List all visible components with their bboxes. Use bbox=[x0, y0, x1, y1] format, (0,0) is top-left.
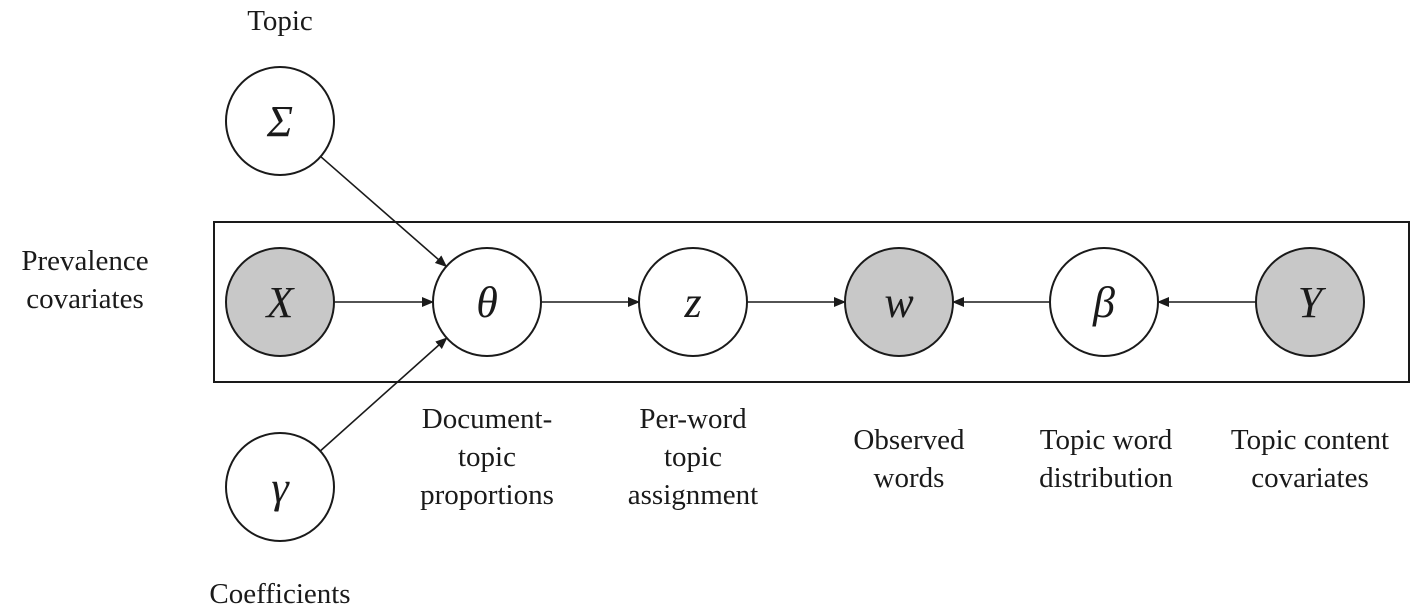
beta-symbol: β bbox=[1092, 278, 1115, 327]
sigma-symbol: Σ bbox=[266, 97, 293, 146]
topic-content-line-2: covariates bbox=[1251, 462, 1369, 494]
observed-words-label: Observed words bbox=[824, 421, 994, 497]
observed-line-2: words bbox=[873, 462, 945, 494]
edge-sigma-to-theta bbox=[320, 155, 448, 268]
topic-content-covariates-label: Topic content covariates bbox=[1210, 421, 1410, 497]
theta-symbol: θ bbox=[476, 278, 498, 327]
topic-word-distribution-label: Topic word distribution bbox=[1016, 421, 1196, 497]
doc-topic-line-1: Document- bbox=[421, 403, 553, 435]
theta-circle bbox=[432, 247, 542, 357]
gamma-symbol: γ bbox=[271, 463, 290, 512]
prevalence-line-2: covariates bbox=[26, 283, 144, 315]
per-word-line-3: assignment bbox=[627, 479, 759, 511]
z-circle bbox=[638, 247, 748, 357]
topic-word-line-1: Topic word bbox=[1039, 424, 1173, 456]
topic-content-line-1: Topic content bbox=[1230, 424, 1390, 456]
node-x: X bbox=[225, 247, 335, 357]
w-circle bbox=[844, 247, 954, 357]
prevalence-covariates-label: Prevalence covariates bbox=[2, 242, 168, 318]
doc-topic-line-3: proportions bbox=[420, 479, 554, 511]
sigma-circle bbox=[225, 66, 335, 176]
coefficients-label: Coefficients bbox=[209, 578, 351, 610]
w-symbol: w bbox=[884, 278, 914, 327]
node-z: z bbox=[638, 247, 748, 357]
per-word-line-2: topic bbox=[664, 441, 722, 473]
node-w: w bbox=[844, 247, 954, 357]
x-symbol: X bbox=[265, 278, 296, 327]
topic-word-line-2: distribution bbox=[1039, 462, 1173, 494]
gamma-circle bbox=[225, 432, 335, 542]
doc-topic-line-2: topic bbox=[458, 441, 516, 473]
node-sigma: Σ bbox=[225, 66, 335, 176]
z-symbol: z bbox=[683, 278, 701, 327]
y-symbol: Y bbox=[1298, 278, 1327, 327]
edge-gamma-to-theta bbox=[319, 337, 448, 452]
node-gamma: γ bbox=[225, 432, 335, 542]
y-circle bbox=[1255, 247, 1365, 357]
topic-label: Topic bbox=[247, 5, 313, 37]
observed-line-1: Observed bbox=[853, 424, 965, 456]
document-topic-proportions-label: Document- topic proportions bbox=[402, 400, 572, 514]
per-word-line-1: Per-word bbox=[639, 403, 747, 435]
plate-box bbox=[213, 221, 1410, 383]
prevalence-line-1: Prevalence bbox=[21, 245, 149, 277]
node-theta: θ bbox=[432, 247, 542, 357]
node-y: Y bbox=[1255, 247, 1365, 357]
per-word-topic-assignment-label: Per-word topic assignment bbox=[608, 400, 778, 514]
x-circle bbox=[225, 247, 335, 357]
node-beta: β bbox=[1049, 247, 1159, 357]
beta-circle bbox=[1049, 247, 1159, 357]
